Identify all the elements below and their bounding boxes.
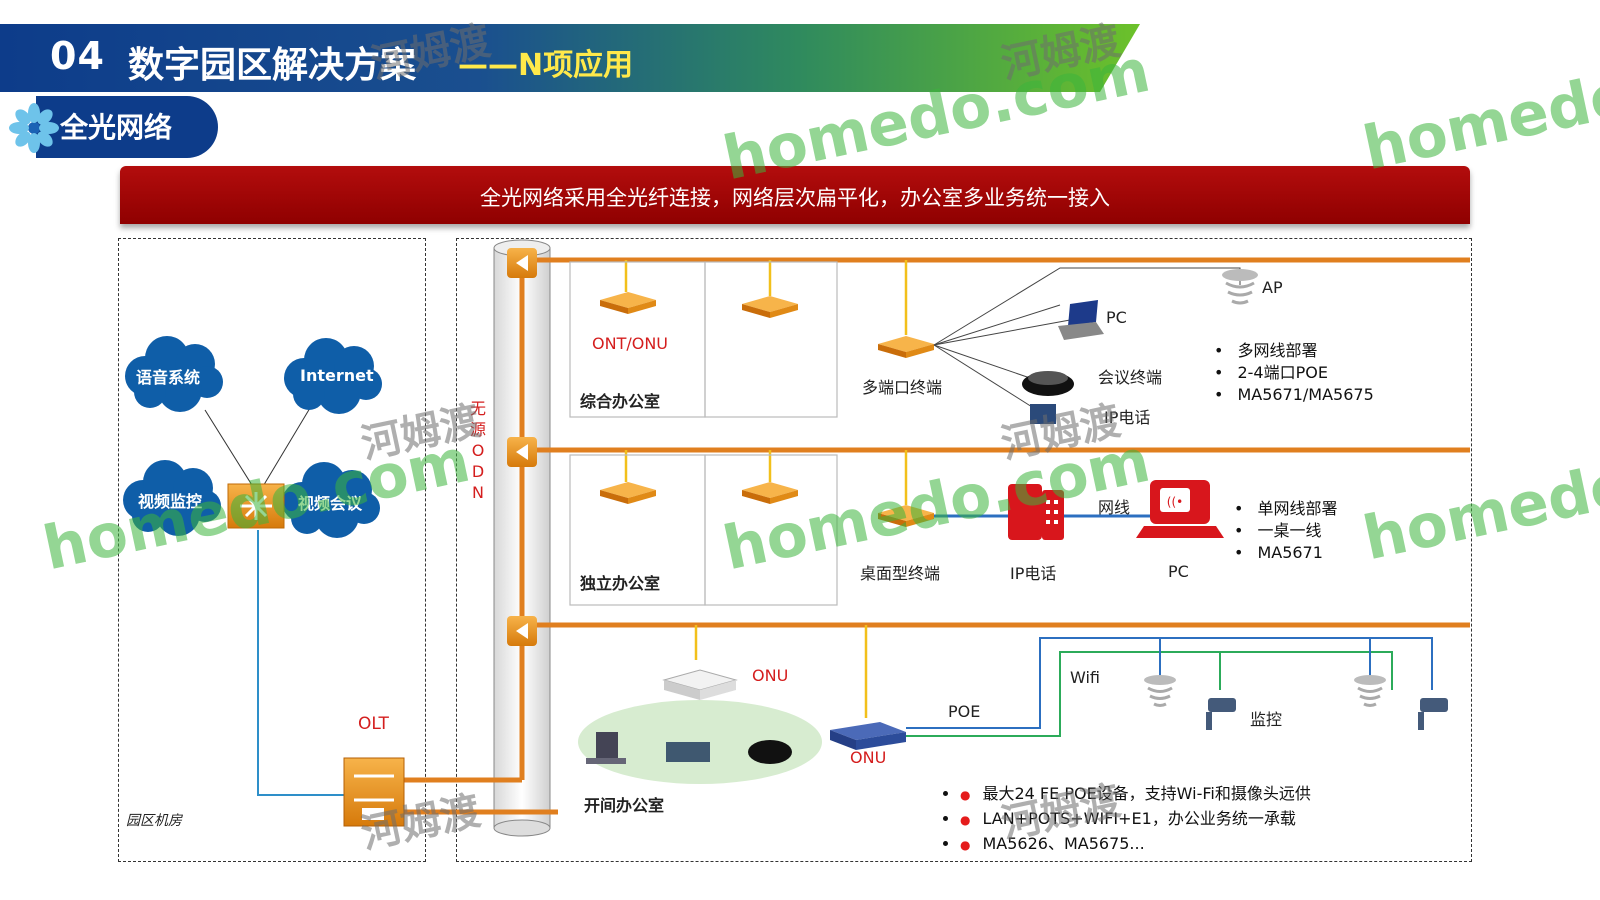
ip-phone-label: IP电话 [1104,408,1151,427]
conference-terminal-icon [1022,371,1074,396]
cloud-label-surveillance: 视频监控 [138,492,203,511]
splitter-icon [507,248,537,646]
title-banner [0,24,1140,92]
bullet-item: MA5671/MA5675 [1214,384,1373,406]
cloud-label-voice: 语音系统 [136,368,201,387]
bullet-item: LAN+POTS+WIFI+E1，办公业务统一承载 [960,807,1311,832]
drop-lines [624,260,908,718]
conference-terminal-icon [748,740,792,764]
fiber-lines [400,257,1470,815]
flower-logo-icon [9,103,59,153]
desktop-terminal-label: 桌面型终端 [860,564,941,583]
olt-label: OLT [358,714,389,734]
odn-char: 无 [469,399,486,418]
poe-label: POE [948,702,981,721]
laptop-icon [1058,300,1104,340]
summary-banner [120,166,1470,224]
bullet-item: 单网线部署 [1234,498,1337,520]
row2-bullets: 单网线部署 一桌一线 MA5671 [1234,498,1337,564]
server-room-label: 园区机房 [126,813,182,829]
desktop-pc-icon [586,732,626,764]
summary-banner-text: 全光网络采用全光纤连接，网络层次扁平化，办公室多业务统一接入 [480,186,1110,210]
ip-phone-label: IP电话 [1010,564,1057,583]
onu-device-icon [662,669,738,700]
ip-phone-icon [1008,484,1064,540]
pc-label: PC [1168,562,1189,581]
page-title: 数字园区解决方案 [128,45,417,86]
access-point-icon [1222,269,1258,305]
bullet-item: 多网线部署 [1214,340,1374,362]
odn-char: O [471,441,485,460]
bullet-item: 2-4端口POE [1214,362,1374,384]
multiport-terminal-label: 多端口终端 [862,378,943,397]
odn-char: 源 [469,420,486,439]
page-subtitle: ——N项应用 [458,48,634,83]
camera-icon [1206,698,1448,730]
cloud-label-internet: Internet [300,366,374,385]
cloud-icon [123,336,382,538]
onu-label: ONU [752,666,789,685]
odn-label: 无 源 O D N [468,398,488,503]
section-label: 全光网络 [60,111,173,144]
office-label-open: 开间办公室 [584,796,665,815]
section-pill [36,96,218,158]
pc-label: PC [1106,308,1127,327]
ap-label: AP [1262,278,1283,297]
cloud-label-videoconf: 视频会议 [298,494,363,513]
odn-char: D [471,462,485,481]
bullet-item: 最大24 FE POE设备，支持Wi-Fi和摄像头远供 [960,782,1310,807]
office-label-private: 独立办公室 [580,574,661,593]
access-point-icon [1144,675,1386,707]
odn-char: N [472,483,484,502]
desk-phone-icon [666,742,710,762]
bullet-item: 一桌一线 [1234,520,1337,542]
bullet-item: MA5671 [1234,542,1337,564]
office-frame [456,238,1472,862]
server-room-frame [118,238,426,862]
section-number: 04 [50,34,105,78]
ip-phone-icon [1030,404,1056,424]
olt-device-icon [343,757,405,827]
cable-label: 网线 [1098,498,1131,517]
office-rooms [569,261,838,606]
bullet-item: MA5626、MA5675... [960,832,1311,857]
wifi-label: Wifi [1070,668,1100,687]
conference-terminal-label: 会议终端 [1098,368,1163,387]
ont-label: ONT/ONU [592,334,668,353]
pc-monitor-icon: ((• [1136,480,1224,538]
onu-switch-label: ONU [850,748,887,767]
router-icon [227,483,285,529]
onu-switch-icon [830,722,906,750]
row1-bullets: 多网线部署 2-4端口POE MA5671/MA5675 [1214,340,1374,406]
office-label-integrated: 综合办公室 [580,392,661,411]
ont-device-icon [600,292,934,527]
monitor-label: 监控 [1250,710,1283,729]
row3-bullets: 最大24 FE POE设备，支持Wi-Fi和摄像头远供 LAN+POTS+WIF… [920,782,1311,857]
svg-text:((•: ((• [1167,495,1183,509]
